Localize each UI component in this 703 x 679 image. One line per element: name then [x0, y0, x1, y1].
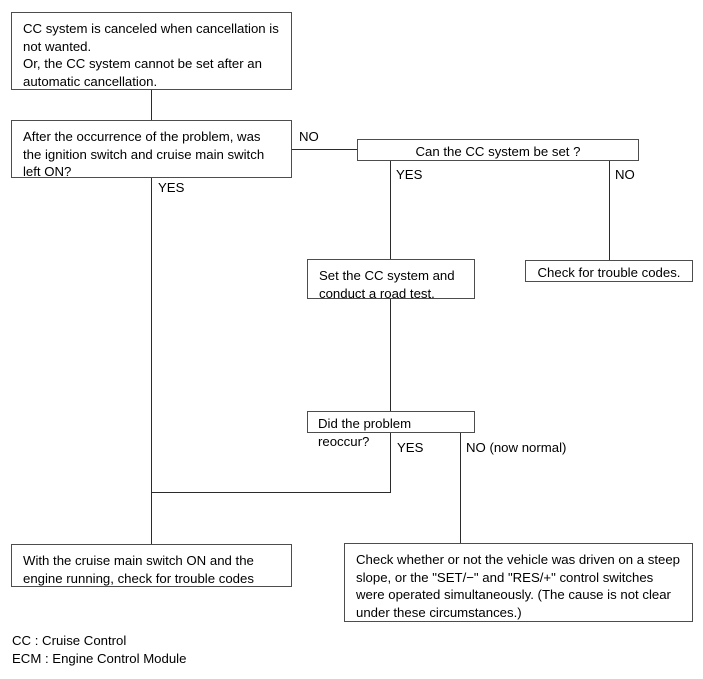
connector-ignition-yes-vertical — [151, 178, 152, 545]
node-check-steep-slope-text: Check whether or not the vehicle was dri… — [356, 552, 681, 620]
branch-label-canset-no: NO — [615, 167, 635, 182]
node-check-with-switch-on-text: With the cruise main switch ON and the e… — [23, 553, 254, 586]
branch-label-ignition-yes: YES — [158, 180, 185, 195]
node-question-can-cc-be-set-text: Can the CC system be set ? — [415, 144, 581, 159]
node-check-steep-slope: Check whether or not the vehicle was dri… — [344, 543, 693, 622]
connector-reoccur-no-vertical — [460, 432, 461, 544]
node-question-problem-reoccur-text: Did the problem reoccur? — [318, 416, 412, 449]
connector-reoccur-yes-vertical — [390, 432, 391, 493]
connector-canset-no-vertical — [609, 161, 610, 260]
connector-roadtest-to-reoccur — [390, 298, 391, 412]
node-check-with-switch-on: With the cruise main switch ON and the e… — [11, 544, 292, 587]
connector-canset-yes-vertical — [390, 161, 391, 259]
node-question-problem-reoccur: Did the problem reoccur? — [307, 411, 475, 449]
node-set-cc-and-road-test: Set the CC system and conduct a road tes… — [307, 259, 475, 301]
branch-label-reoccur-yes: YES — [397, 440, 424, 455]
node-question-can-cc-be-set: Can the CC system be set ? — [357, 139, 639, 161]
connector-reoccur-yes-horizontal — [151, 492, 391, 493]
connector-ignition-no-horizontal — [292, 149, 358, 150]
node-check-trouble-codes-text: Check for trouble codes. — [537, 265, 681, 280]
connector-symptom-to-ignition — [151, 90, 152, 120]
branch-label-canset-yes: YES — [396, 167, 423, 182]
branch-label-reoccur-no: NO (now normal) — [466, 440, 567, 455]
abbreviation-legend: CC : Cruise Control ECM : Engine Control… — [12, 633, 187, 666]
branch-label-ignition-no: NO — [299, 129, 319, 144]
node-question-ignition-switch-text: After the occurrence of the problem, was… — [23, 129, 265, 179]
node-question-ignition-switch: After the occurrence of the problem, was… — [11, 120, 292, 179]
node-check-trouble-codes: Check for trouble codes. — [525, 260, 693, 282]
node-symptom: CC system is canceled when cancellation … — [11, 12, 292, 90]
node-symptom-text: CC system is canceled when cancellation … — [23, 21, 279, 89]
node-set-cc-and-road-test-text: Set the CC system and conduct a road tes… — [319, 268, 455, 301]
